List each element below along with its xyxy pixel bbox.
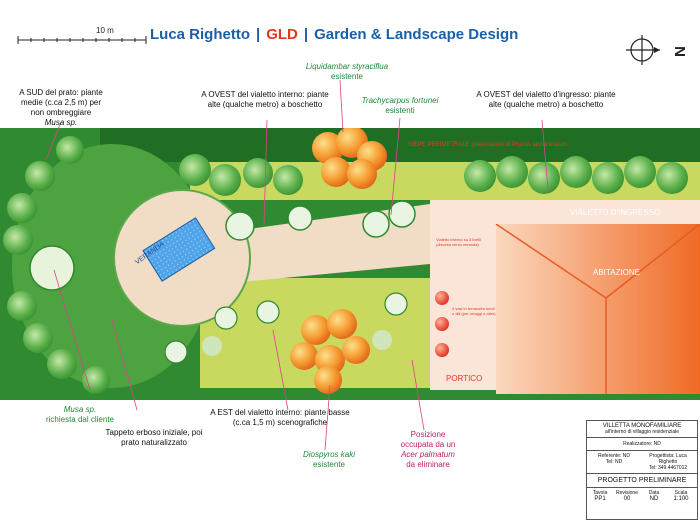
data-value: ND <box>649 496 659 502</box>
hedge-bushes <box>179 154 688 196</box>
note-ovest-interno: A OVEST del vialetto interno: piante alt… <box>201 90 329 109</box>
note-tappeto: Tappeto erboso iniziale, poi prato natur… <box>105 428 203 447</box>
header-title: Luca Righetto | GLD | Garden & Landscape Des… <box>150 26 518 43</box>
entrance-path <box>430 200 700 224</box>
note-sud-prato: A SUD del prato: piante medie (c.ca 2,5 … <box>16 88 106 128</box>
note-ovest-ingresso: A OVEST del vialetto d'ingresso: piante … <box>476 90 616 109</box>
progettista-tel: Tel: 349.4467012 <box>648 465 688 471</box>
header-separator: | <box>303 26 309 43</box>
west-bushes <box>3 136 110 394</box>
revisione-header: Revisione <box>616 490 638 496</box>
project-phase: PROGETTO PRELIMINARE <box>587 474 697 488</box>
note-liquidambar: Liquidambar styraciflua esistente <box>292 62 402 82</box>
veranda-pool <box>142 217 216 282</box>
title-block-contacts: Referente: ND Tel: ND Progettista: Luca … <box>587 451 697 474</box>
note-sud-prato-species: Musa sp. <box>44 118 78 127</box>
diospyros-tree <box>290 309 370 394</box>
note-diospyros: Diospyros kaki esistente <box>284 450 374 470</box>
realizzatore: Realizzatore: ND <box>587 438 697 451</box>
musa-plant <box>29 245 75 291</box>
tavola-header: Tavola <box>592 490 608 496</box>
note-trachycarpus: Trachycarpus fortunei esistenti <box>355 96 445 116</box>
terracotta-pots <box>435 291 449 357</box>
scala-header: Scala <box>674 490 688 496</box>
title-block: VILLETTA MONOFAMILIARE all'interno di vi… <box>586 420 698 520</box>
liquidambar-species: Liquidambar styraciflua <box>305 62 389 71</box>
studio-name: GLD <box>266 26 298 43</box>
posizione-line2: occupata da un <box>400 440 456 449</box>
note-musa: Musa sp. richiesta dal cliente <box>40 405 120 425</box>
diospyros-species: Diospyros kaki <box>302 450 355 459</box>
discipline-name: Garden & Landscape Design <box>314 26 519 43</box>
vialetto-ingresso-label: VIALETTO D'INGRESSO <box>570 208 661 217</box>
north-arrow-icon <box>626 35 660 65</box>
title-block-project: VILLETTA MONOFAMILIARE all'interno di vi… <box>587 421 697 438</box>
referente-tel: Tel: ND <box>605 459 623 465</box>
progettista-label: Progettista: Luca Righetto <box>649 453 687 465</box>
house <box>496 224 700 394</box>
scala-value: 1:100 <box>673 496 689 502</box>
revisione-value: 00 <box>623 496 631 502</box>
referente-label: Referente: ND <box>598 453 630 459</box>
siepe-label: SIEPE PERIMETRALE preesistente di Prunus… <box>408 142 568 148</box>
project-location: all'interno di villaggio residenziale <box>604 429 680 435</box>
posizione-line1: Posizione <box>410 430 446 439</box>
vasi-label: 3 vasi in terracotta tondi o alti (per o… <box>452 306 496 316</box>
trachycarpus-status: esistenti <box>385 106 415 115</box>
liquidambar-status: esistente <box>330 72 364 81</box>
posizione-line3: da eliminare <box>406 460 450 469</box>
diospyros-status: esistente <box>312 460 346 469</box>
liquidambar-tree <box>312 128 387 189</box>
scale-bar <box>17 36 147 44</box>
header-separator: | <box>256 26 261 43</box>
musa-species: Musa sp. <box>63 405 97 414</box>
note-posizione: Posizione occupata da un Acer palmatum d… <box>388 430 468 470</box>
posizione-species: Acer palmatum <box>401 450 455 459</box>
data-header: Data <box>648 490 660 496</box>
trachycarpus-palms <box>225 200 416 241</box>
tavola-value: PP1 <box>594 496 606 502</box>
abitazione-label: ABITAZIONE <box>593 268 640 277</box>
designer-name: Luca Righetto <box>150 26 250 43</box>
scale-bar-label: 10 m <box>96 26 114 35</box>
trachycarpus-species: Trachycarpus fortunei <box>361 96 439 105</box>
project-name: VILLETTA MONOFAMILIARE <box>602 423 682 429</box>
note-sud-prato-text: A SUD del prato: piante medie (c.ca 2,5 … <box>19 88 103 117</box>
portico-label: PORTICO <box>446 374 483 383</box>
garden-plan <box>0 128 700 400</box>
note-est-interno: A EST del vialetto interno: piante basse… <box>210 408 350 427</box>
musa-request: richiesta dal cliente <box>45 415 115 424</box>
low-shrubs <box>164 292 408 364</box>
vialetto-interno-label: Vialetto interno su 3 livelli (discesa v… <box>436 237 482 247</box>
